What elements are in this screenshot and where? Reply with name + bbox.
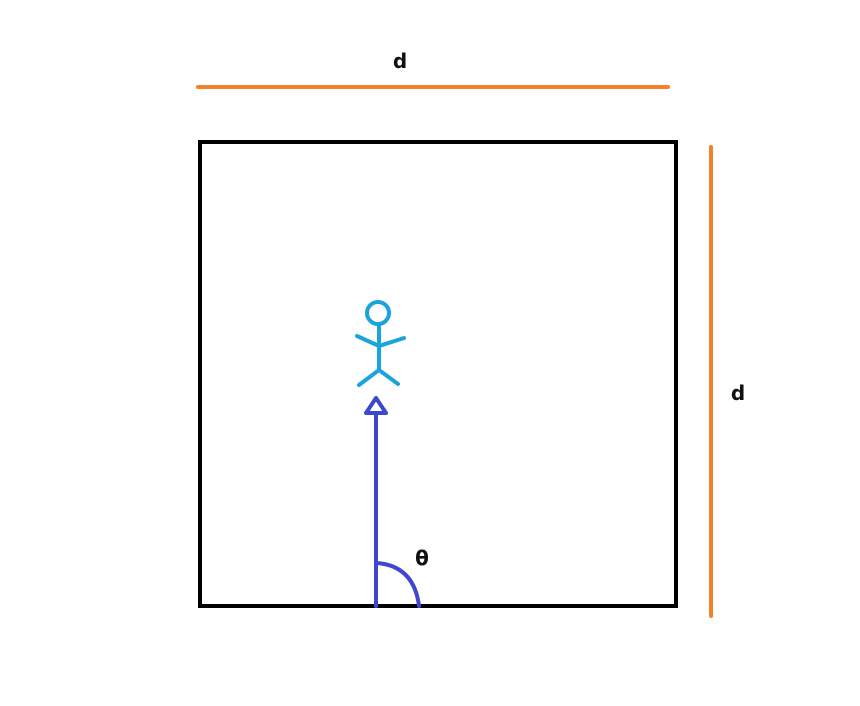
- top-dimension-label: d: [393, 49, 407, 73]
- arrow-head: [364, 396, 388, 415]
- person-arms: [355, 334, 406, 348]
- person-legs: [357, 368, 400, 387]
- angle-arc: [375, 561, 421, 608]
- square: [198, 140, 678, 608]
- angle-label: θ: [415, 546, 429, 570]
- right-dimension-label: d: [731, 381, 745, 405]
- stick-figure-icon: [355, 300, 406, 387]
- arrow-up-icon: [364, 396, 388, 608]
- person-head: [365, 300, 391, 326]
